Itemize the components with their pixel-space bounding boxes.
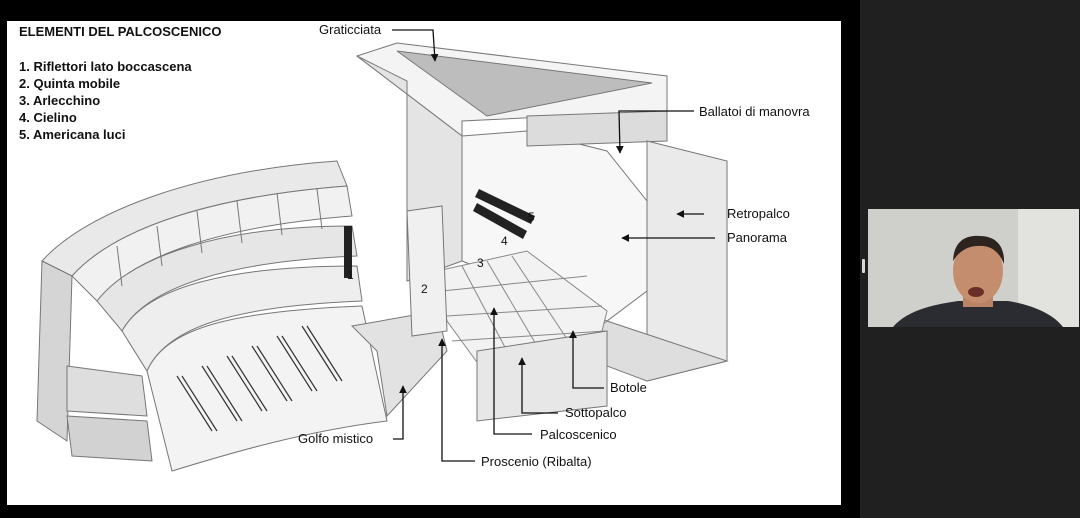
marker-2: 2 — [421, 282, 428, 296]
legend-item: 5. Americana luci — [19, 127, 126, 142]
label-palcoscenico: Palcoscenico — [540, 427, 617, 442]
label-panorama: Panorama — [727, 230, 788, 245]
label-botole: Botole — [610, 380, 647, 395]
speaker-face — [953, 239, 1003, 303]
label-sottopalco: Sottopalco — [565, 405, 626, 420]
marker-4: 4 — [501, 234, 508, 248]
marker-5: 5 — [528, 210, 535, 224]
pit-and-proscenium — [350, 205, 608, 422]
presentation-slide: 1 2 3 4 5 Graticciata Ballatoi di manovr… — [7, 21, 841, 505]
lighting-rigs — [344, 189, 535, 278]
participant-video-tile[interactable] — [868, 209, 1079, 327]
callout-arrows — [392, 29, 715, 462]
label-ballatoi: Ballatoi di manovra — [699, 104, 810, 119]
legend-item: 1. Riflettori lato boccascena — [19, 59, 192, 74]
label-golfo-mistico: Golfo mistico — [298, 431, 373, 446]
theatre-cutaway-diagram: 1 2 3 4 5 Graticciata Ballatoi di manovr… — [36, 22, 810, 472]
label-proscenio: Proscenio (Ribalta) — [481, 454, 592, 469]
label-graticciata: Graticciata — [319, 22, 382, 37]
stalls-seating — [176, 325, 343, 432]
auditorium-galleries — [36, 160, 388, 472]
speaker-video-frame — [868, 209, 1079, 327]
label-retropalco: Retropalco — [727, 206, 790, 221]
marker-1: 1 — [347, 268, 354, 282]
slide-title: ELEMENTI DEL PALCOSCENICO — [19, 24, 222, 39]
legend-item: 2. Quinta mobile — [19, 76, 121, 91]
legend-item: 3. Arlecchino — [19, 93, 101, 108]
panel-resize-handle[interactable] — [862, 259, 865, 273]
speaker-shoulders — [893, 301, 1063, 327]
marker-3: 3 — [477, 256, 484, 270]
legend-list: 1. Riflettori lato boccascena 2. Quinta … — [19, 58, 192, 143]
legend-item: 4. Cielino — [19, 110, 77, 125]
